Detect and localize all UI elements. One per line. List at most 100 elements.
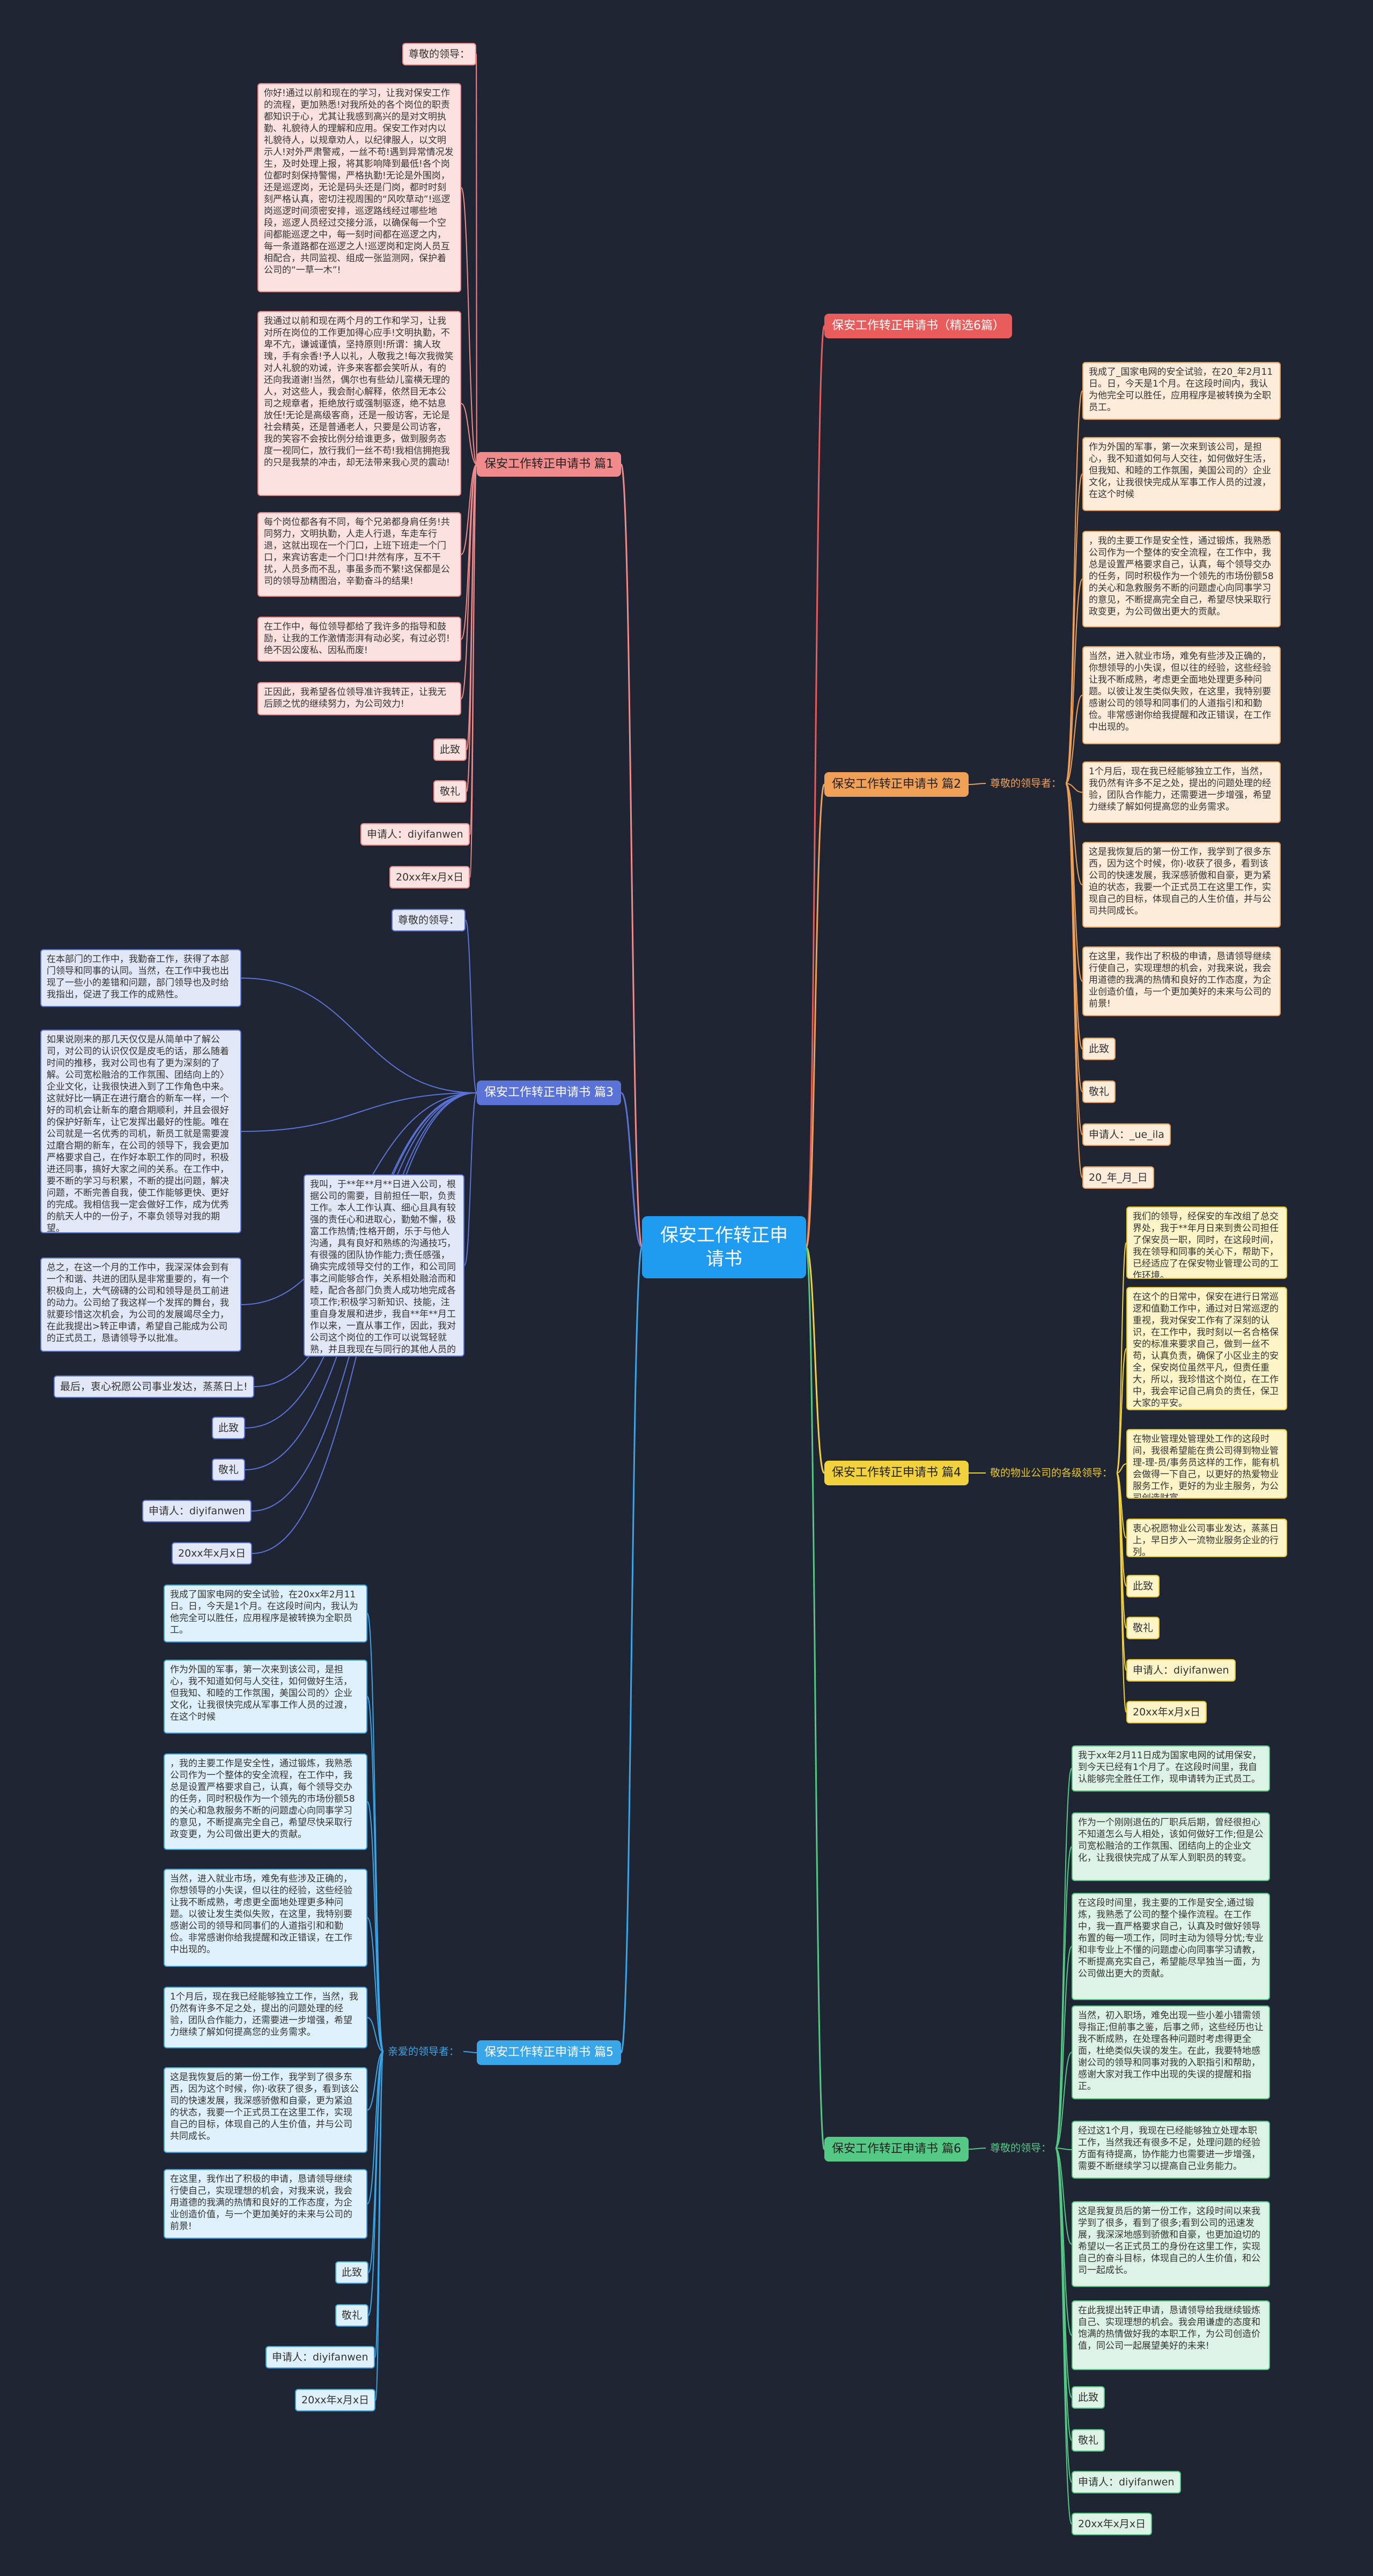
b2-item-1-link bbox=[1065, 473, 1083, 784]
b3-mid[interactable]: 我叫，于**年**月**日进入公司，根据公司的需要，目前担任一职，负责工作。本人… bbox=[304, 1174, 464, 1357]
b1-item-3[interactable]: 每个岗位都各有不同，每个兄弟都身肩任务!共同努力，文明执勤，人走人行退，车走车行… bbox=[257, 512, 461, 597]
b4-item-4-link bbox=[1116, 1472, 1127, 1587]
b1-item-1[interactable]: 你好!通过以前和现在的学习，让我对保安工作的流程，更加熟悉!对我所处的各个岗位的… bbox=[257, 83, 461, 292]
b4-item-2[interactable]: 在物业管理处管理处工作的这段时间，我很希望能在贵公司得到物业管理-理-员/事务员… bbox=[1126, 1429, 1287, 1499]
b4-item-5[interactable]: 敬礼 bbox=[1126, 1617, 1160, 1639]
branch-node-2[interactable]: 保安工作转正申请书 篇2 bbox=[824, 772, 969, 797]
b6-item-1[interactable]: 作为一个刚刚退伍的厂职兵后期，曾经很担心不知道怎么与人相处，该如何做好工作;但是… bbox=[1072, 1812, 1270, 1881]
b3-item-2[interactable]: 如果说刚来的那几天仅仅是从简单中了解公司，对公司的认识仅仅是皮毛的话，那么随着时… bbox=[40, 1030, 241, 1233]
b6-item-6-link bbox=[1055, 2148, 1072, 2336]
b2-item-5-link bbox=[1065, 783, 1083, 885]
b2-item-0[interactable]: 我成了_国家电网的安全试验，在20_年2月11日。日，今天是1个月。在这段时间内… bbox=[1082, 362, 1281, 420]
b6-item-10-link bbox=[1055, 2148, 1072, 2525]
b6-item-4[interactable]: 经过这1个月，我现在已经能够独立处理本职工作，当然我还有很多不足，处理问题的经验… bbox=[1072, 2121, 1270, 2179]
b1-item-8[interactable]: 申请人：diyifanwen bbox=[360, 823, 470, 846]
b6-item-9[interactable]: 申请人：diyifanwen bbox=[1072, 2471, 1181, 2493]
b5-item-7[interactable]: 此致 bbox=[335, 2261, 369, 2284]
b5-item-8[interactable]: 敬礼 bbox=[335, 2304, 369, 2327]
b6-item-2[interactable]: 在这段时间里，我主要的工作是安全,通过锻炼，我熟悉了公司的整个操作流程。在工作中… bbox=[1072, 1893, 1270, 2000]
b6-item-0-link bbox=[1055, 1768, 1072, 2149]
b4-item-3[interactable]: 衷心祝愿物业公司事业发达，蒸蒸日上，早日步入一流物业服务企业的行列。 bbox=[1126, 1519, 1287, 1557]
branch-node-3-link bbox=[620, 1092, 643, 1248]
b6-item-0[interactable]: 我于xx年2月11日成为国家电网的试用保安，到今天已经有1个月了。在这段时间里，… bbox=[1072, 1745, 1270, 1792]
branch-node-intro[interactable]: 保安工作转正申请书（精选6篇） bbox=[824, 314, 1012, 338]
b1-item-2-link bbox=[461, 403, 477, 465]
b6-item-8[interactable]: 敬礼 bbox=[1072, 2429, 1105, 2452]
b4-item-6[interactable]: 申请人：diyifanwen bbox=[1126, 1659, 1236, 1682]
b5-item-5[interactable]: 这是我恢复后的第一份工作，我学到了很多东西，因为这个时候，你)·收获了很多，看到… bbox=[164, 2067, 367, 2153]
b5-item-6[interactable]: 在这里，我作出了积极的申请，恳请领导继续行使自己，实现理想的机会，对我来说，我会… bbox=[164, 2169, 367, 2239]
b4-item-1[interactable]: 在这个的日常中，保安在进行日常巡逻和值勤工作中，通过对日常巡逻的重视，我对保安工… bbox=[1126, 1287, 1287, 1410]
b3-item-1-link bbox=[241, 978, 477, 1093]
b2-item-0-link bbox=[1065, 390, 1083, 784]
b1-item-9[interactable]: 20xx年x月x日 bbox=[389, 866, 470, 889]
b1-item-4[interactable]: 在工作中，每位领导都给了我许多的指导和鼓励，让我的工作激情澎湃有动必奖，有过必罚… bbox=[257, 617, 461, 662]
b2-item-6-link bbox=[1065, 783, 1083, 982]
b2-item-4[interactable]: 1个月后，现在我已经能够独立工作，当然，我仍然有许多不足之处，提出的问题处理的经… bbox=[1082, 761, 1281, 823]
b2-item-2[interactable]: ，我的主要工作是安全性，通过锻炼，我熟悉公司作为一个整体的安全流程，在工作中，我… bbox=[1082, 531, 1281, 627]
b3-item-8[interactable]: 20xx年x月x日 bbox=[172, 1542, 253, 1565]
b2-item-3[interactable]: 当然，进入就业市场，难免有些涉及正确的，你想领导的小失误，但以往的经验，这些经验… bbox=[1082, 646, 1281, 744]
b5-item-0[interactable]: 我成了国家电网的安全试验，在20xx年2月11日。日，今天是1个月。在这段时间内… bbox=[164, 1585, 367, 1642]
branch-node-6[interactable]: 保安工作转正申请书 篇6 bbox=[824, 2137, 969, 2162]
b5-item-1[interactable]: 作为外国的军事，第一次来到该公司，是担心，我不知道如何与人交往，如何做好生活，但… bbox=[164, 1660, 367, 1734]
b6-item-10[interactable]: 20xx年x月x日 bbox=[1072, 2513, 1153, 2535]
branch-node-5[interactable]: 保安工作转正申请书 篇5 bbox=[477, 2040, 621, 2065]
b2-item-8[interactable]: 敬礼 bbox=[1082, 1080, 1116, 1103]
b1-item-2[interactable]: 我通过以前和现在两个月的工作和学习，让我对所在岗位的工作更加得心应手!文明执勤，… bbox=[257, 311, 461, 496]
b6-item-5[interactable]: 这是我复员后的第一份工作，这段时间以来我学到了很多，看到了很多;看到公司的迅速发… bbox=[1072, 2201, 1270, 2287]
b1-item-4-link bbox=[461, 464, 477, 640]
b3-item-0[interactable]: 尊敬的领导： bbox=[392, 909, 466, 931]
b5-item-6-link bbox=[367, 2051, 384, 2204]
b3-item-5[interactable]: 此致 bbox=[212, 1417, 246, 1439]
b1-item-6[interactable]: 此致 bbox=[433, 738, 467, 761]
b5-item-9[interactable]: 申请人：diyifanwen bbox=[265, 2346, 375, 2368]
b1-item-0[interactable]: 尊敬的领导： bbox=[402, 43, 477, 65]
b6-item-5-link bbox=[1055, 2148, 1072, 2245]
b2-item-6[interactable]: 在这里，我作出了积极的申请，恳请领导继续行使自己，实现理想的机会，对我来说，我会… bbox=[1082, 946, 1281, 1016]
b5-item-0-link bbox=[367, 1613, 384, 2052]
b5-item-8-link bbox=[368, 2051, 384, 2316]
b3-item-6[interactable]: 敬礼 bbox=[212, 1459, 246, 1481]
b5-item-2-link bbox=[367, 1801, 384, 2052]
branch-node-3[interactable]: 保安工作转正申请书 篇3 bbox=[477, 1080, 621, 1105]
b5-item-3-link bbox=[367, 1917, 384, 2052]
b1-item-5[interactable]: 正因此，我希望各位领导准许我转正，让我无后顾之忧的继续努力，为公司效力! bbox=[257, 682, 461, 715]
b2-item-8-link bbox=[1065, 783, 1083, 1092]
b5-item-10-link bbox=[375, 2051, 384, 2401]
b3-item-4[interactable]: 最后，衷心祝愿公司事业发达，蒸蒸日上! bbox=[54, 1375, 254, 1398]
b5-item-10[interactable]: 20xx年x月x日 bbox=[295, 2389, 376, 2411]
b4-item-7[interactable]: 20xx年x月x日 bbox=[1126, 1701, 1207, 1723]
b6-sub-label-link bbox=[968, 2148, 986, 2150]
b3-item-7[interactable]: 申请人：diyifanwen bbox=[142, 1500, 252, 1522]
b6-item-6[interactable]: 在此我提出转正申请，恳请领导给我继续锻炼自己、实现理想的机会。我会用谦虚的态度和… bbox=[1072, 2300, 1270, 2370]
b1-item-7[interactable]: 敬礼 bbox=[433, 780, 467, 803]
b6-item-7-link bbox=[1055, 2148, 1072, 2398]
b4-item-4[interactable]: 此致 bbox=[1126, 1575, 1160, 1597]
b2-item-1[interactable]: 作为外国的军事，第一次来到该公司，是担心，我不知道如何与人交往，如何做好生活，但… bbox=[1082, 437, 1281, 511]
b3-item-1[interactable]: 在本部门的工作中，我勤奋工作，获得了本部门领导和同事的认同。当然，在工作中我也出… bbox=[40, 949, 241, 1007]
b6-item-8-link bbox=[1055, 2148, 1072, 2441]
b1-item-3-link bbox=[461, 464, 477, 555]
b2-sub-label-link bbox=[968, 783, 986, 785]
b5-item-4[interactable]: 1个月后，现在我已经能够独立工作，当然，我仍然有许多不足之处，提出的问题处理的经… bbox=[164, 1987, 367, 2048]
branch-node-4[interactable]: 保安工作转正申请书 篇4 bbox=[824, 1461, 969, 1485]
branch-node-6-link bbox=[805, 1246, 825, 2150]
b2-item-3-link bbox=[1065, 694, 1083, 784]
b1-item-5-link bbox=[461, 464, 477, 699]
b2-item-2-link bbox=[1065, 579, 1083, 784]
b3-item-3[interactable]: 总之，在这一个月的工作中，我深深体会到有一个和谐、共进的团队是非常重要的，有一个… bbox=[40, 1257, 241, 1352]
b5-item-3[interactable]: 当然，进入就业市场，难免有些涉及正确的，你想领导的小失误，但以往的经验，这些经验… bbox=[164, 1869, 367, 1967]
b4-item-2-link bbox=[1116, 1463, 1127, 1474]
b5-item-2[interactable]: ，我的主要工作是安全性，通过锻炼，我熟悉公司作为一个整体的安全流程，在工作中，我… bbox=[164, 1753, 367, 1850]
b2-item-9[interactable]: 申请人：_ue_ila bbox=[1082, 1123, 1171, 1146]
root-node[interactable]: 保安工作转正申请书 bbox=[642, 1216, 806, 1278]
b2-item-7[interactable]: 此致 bbox=[1082, 1038, 1116, 1060]
b5-item-5-link bbox=[367, 2051, 384, 2111]
b6-item-3[interactable]: 当然，初入职场，难免出现一些小差小错需领导指正;但前事之鉴，后事之师，这些经历也… bbox=[1072, 2005, 1270, 2099]
b2-item-5[interactable]: 这是我恢复后的第一份工作，我学到了很多东西，因为这个时候，你)·收获了很多，看到… bbox=[1082, 842, 1281, 928]
b4-item-0[interactable]: 我们的领导，经保安的车改组了总交界处，我于**年月日来到贵公司担任了保安员一职，… bbox=[1126, 1206, 1287, 1279]
b2-item-10[interactable]: 20_年_月_日 bbox=[1082, 1166, 1154, 1189]
branch-node-1[interactable]: 保安工作转正申请书 篇1 bbox=[477, 452, 621, 477]
b6-item-7[interactable]: 此致 bbox=[1072, 2386, 1105, 2409]
